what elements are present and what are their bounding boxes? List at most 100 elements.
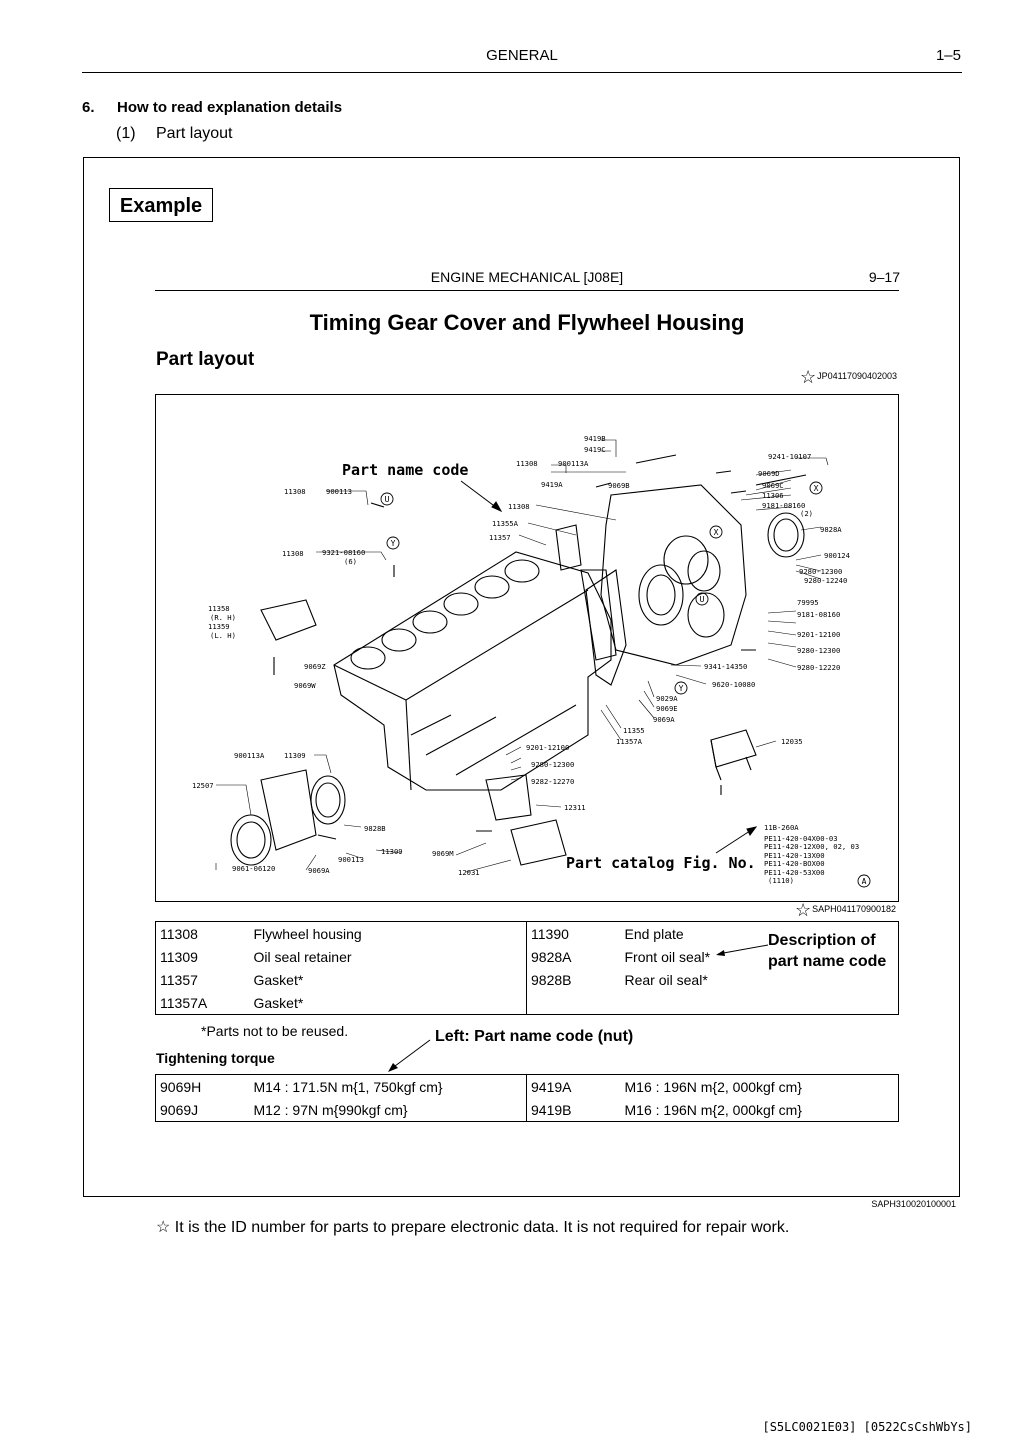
- part-label: 9069Z: [304, 662, 326, 671]
- header-divider: [82, 72, 962, 73]
- part-label: 900113A: [558, 459, 589, 468]
- page-number: 1–5: [935, 47, 961, 64]
- part-label: 9341-14350: [704, 662, 747, 671]
- part-label: 12311: [564, 803, 586, 812]
- part-label: 9069M: [432, 849, 454, 858]
- part-label: 11309: [284, 751, 306, 760]
- layout-id-text: JP04117090402003: [817, 371, 898, 381]
- part-code: 11390: [526, 921, 621, 945]
- part-label: (R. H): [210, 613, 236, 622]
- torque-value: M14 : 171.5N m{1, 750kgf cm}: [253, 1078, 443, 1095]
- part-name: Rear oil seal*: [624, 971, 708, 988]
- document-code: [S5LC0021E03] [0522CsCshWbYs]: [762, 1420, 972, 1434]
- description-callout-line: part name code: [768, 953, 887, 970]
- part-label: 900113A: [234, 751, 265, 760]
- example-page-number: 9–17: [868, 269, 900, 285]
- torque-value: M16 : 196N m{2, 000kgf cm}: [624, 1101, 802, 1118]
- part-label: 79995: [797, 598, 819, 607]
- part-label: 9201-12100: [526, 743, 569, 752]
- part-catalog-fig-callout: Part catalog Fig. No.: [566, 854, 756, 872]
- description-callout-line: Description of: [768, 932, 876, 949]
- table-row: 11357 Gasket* 9828B Rear oil seal*: [156, 968, 899, 991]
- part-name: End plate: [624, 925, 684, 942]
- part-label: PE11-420-BOX00: [764, 859, 825, 868]
- part-code: [526, 991, 621, 1015]
- part-code: 11357A: [160, 994, 208, 1011]
- part-label: 900113: [338, 855, 364, 864]
- part-label: 9061-06120: [232, 864, 275, 873]
- part-label: 9069A: [653, 715, 675, 724]
- star-icon: ☆: [800, 367, 817, 387]
- parts-table: 11308 Flywheel housing 11390 End plate 1…: [155, 921, 899, 1015]
- part-label: 9069E: [656, 704, 678, 713]
- part-label: 9419A: [541, 480, 563, 489]
- part-label: 11357A: [616, 737, 643, 746]
- frame-id: SAPH310020100001: [871, 1199, 956, 1209]
- part-label: 11355A: [492, 519, 519, 528]
- torque-value: M16 : 196N m{2, 000kgf cm}: [624, 1078, 802, 1095]
- reuse-note: *Parts not to be reused.: [201, 1023, 349, 1039]
- part-label: 12031: [458, 868, 480, 877]
- part-layout-heading: Part layout: [156, 349, 255, 370]
- section-number: 6.: [82, 99, 95, 116]
- torque-code: 9069H: [160, 1078, 202, 1095]
- part-label: 11308: [508, 502, 530, 511]
- part-label: 9282-12270: [531, 777, 574, 786]
- description-callout: Description of part name code: [768, 930, 886, 972]
- left-callout: Left: Part name code (nut): [435, 1028, 634, 1045]
- example-label: Example: [109, 188, 213, 222]
- diagram-id: ☆SAPH041170900182: [795, 900, 896, 921]
- example-header-title: ENGINE MECHANICAL [J08E]: [430, 269, 624, 285]
- part-name: Gasket*: [253, 971, 304, 988]
- part-label: (2): [800, 509, 813, 518]
- table-row: 9069J M12 : 97N m{990kgf cm} 9419B M16 :…: [156, 1098, 899, 1122]
- torque-code: 9419B: [526, 1098, 621, 1122]
- cylinder-block: [333, 551, 612, 791]
- part-label: 9280-12240: [804, 576, 847, 585]
- part-label: 900113: [326, 487, 352, 496]
- part-name: Gasket*: [253, 994, 304, 1011]
- diagram-id-text: SAPH041170900182: [812, 904, 897, 914]
- diagram-marker: X: [714, 528, 719, 537]
- part-label: 9241-10107: [768, 452, 811, 461]
- section-heading: 6.How to read explanation details: [82, 99, 342, 116]
- part-label: 9069B: [608, 481, 630, 490]
- part-label: 900124: [824, 551, 850, 560]
- part-code: 11308: [160, 925, 198, 942]
- part-label: PE11-420-04X00-03: [764, 834, 838, 843]
- part-label: 9201-12100: [797, 630, 840, 639]
- diagram-marker: A: [862, 877, 867, 886]
- example-header-divider: [155, 290, 899, 291]
- left-callout-arrow: [388, 1039, 431, 1072]
- part-label: PE11-420-13X00: [764, 851, 825, 860]
- part-label: 9828A: [820, 525, 842, 534]
- part-label: 11355: [623, 726, 645, 735]
- part-label: 9181-08160: [762, 501, 805, 510]
- part-label: (L. H): [210, 631, 236, 640]
- torque-table: 9069H M14 : 171.5N m{1, 750kgf cm} 9419A…: [155, 1074, 899, 1122]
- footnote: ☆ It is the ID number for parts to prepa…: [156, 1219, 790, 1236]
- layout-id: ☆JP04117090402003: [800, 367, 897, 388]
- part-label: PE11-420-12X00, 02, 03: [764, 842, 859, 851]
- part-label: 9419C: [584, 445, 606, 454]
- part-label: 9280-12220: [797, 663, 840, 672]
- description-arrow: [716, 944, 769, 956]
- torque-code: 9419A: [526, 1074, 621, 1098]
- table-row: 9069H M14 : 171.5N m{1, 750kgf cm} 9419A…: [156, 1074, 899, 1098]
- diagram-marker: Y: [391, 539, 396, 548]
- torque-code: 9069J: [160, 1101, 199, 1118]
- page-header-title: GENERAL: [486, 47, 558, 64]
- table-row: 11309 Oil seal retainer 9828A Front oil …: [156, 945, 899, 968]
- part-label: 11309: [381, 847, 403, 856]
- part-label: 9069D: [758, 469, 780, 478]
- part-label: 9828B: [364, 824, 386, 833]
- part-code: 11309: [160, 948, 198, 965]
- diagram-marker: Y: [679, 684, 684, 693]
- part-label: (6): [344, 557, 357, 566]
- torque-value: M12 : 97N m{990kgf cm}: [253, 1101, 408, 1118]
- example-frame: [83, 157, 960, 1197]
- part-label: 9069C: [762, 481, 784, 490]
- part-label: 9069A: [308, 866, 330, 875]
- part-label: 9280-12300: [799, 567, 842, 576]
- torque-heading: Tightening torque: [156, 1050, 275, 1066]
